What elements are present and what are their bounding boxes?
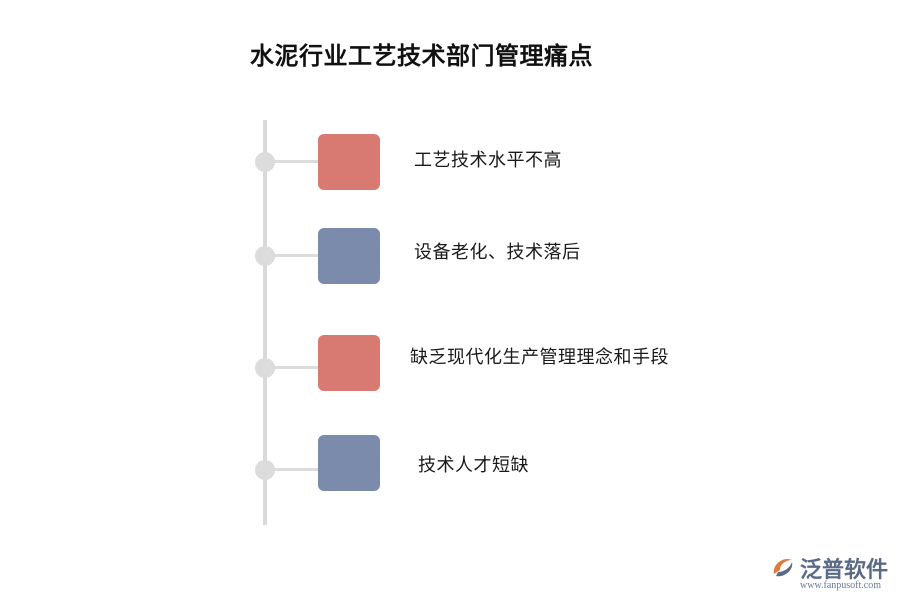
item-label: 工艺技术水平不高 [414, 150, 562, 171]
timeline-item-4: 技术人才短缺 [0, 433, 900, 493]
timeline-item-2: 设备老化、技术落后 [0, 226, 900, 286]
fanpu-logo-icon [773, 558, 793, 577]
timeline-item-1: 工艺技术水平不高 [0, 132, 900, 192]
logo-name: 泛普软件 [800, 558, 889, 583]
color-square [318, 435, 380, 491]
logo-url: www.fanpusoft.com [800, 580, 882, 591]
page-title: 水泥行业工艺技术部门管理痛点 [250, 42, 593, 70]
timeline-connector [272, 468, 320, 471]
item-label: 设备老化、技术落后 [414, 242, 581, 263]
item-label: 缺乏现代化生产管理理念和手段 [410, 347, 669, 368]
timeline-connector [272, 254, 320, 257]
timeline-connector [272, 160, 320, 163]
timeline-dot [255, 358, 275, 378]
timeline-connector [272, 366, 320, 369]
timeline-line [263, 120, 267, 525]
timeline-dot [255, 460, 275, 480]
brand-logo: 泛普软件 www.fanpusoft.com [770, 552, 895, 598]
color-square [318, 134, 380, 190]
item-label: 技术人才短缺 [418, 455, 529, 476]
timeline-item-3: 缺乏现代化生产管理理念和手段 [0, 333, 900, 393]
timeline-dot [255, 246, 275, 266]
color-square [318, 228, 380, 284]
timeline-dot [255, 152, 275, 172]
color-square [318, 335, 380, 391]
